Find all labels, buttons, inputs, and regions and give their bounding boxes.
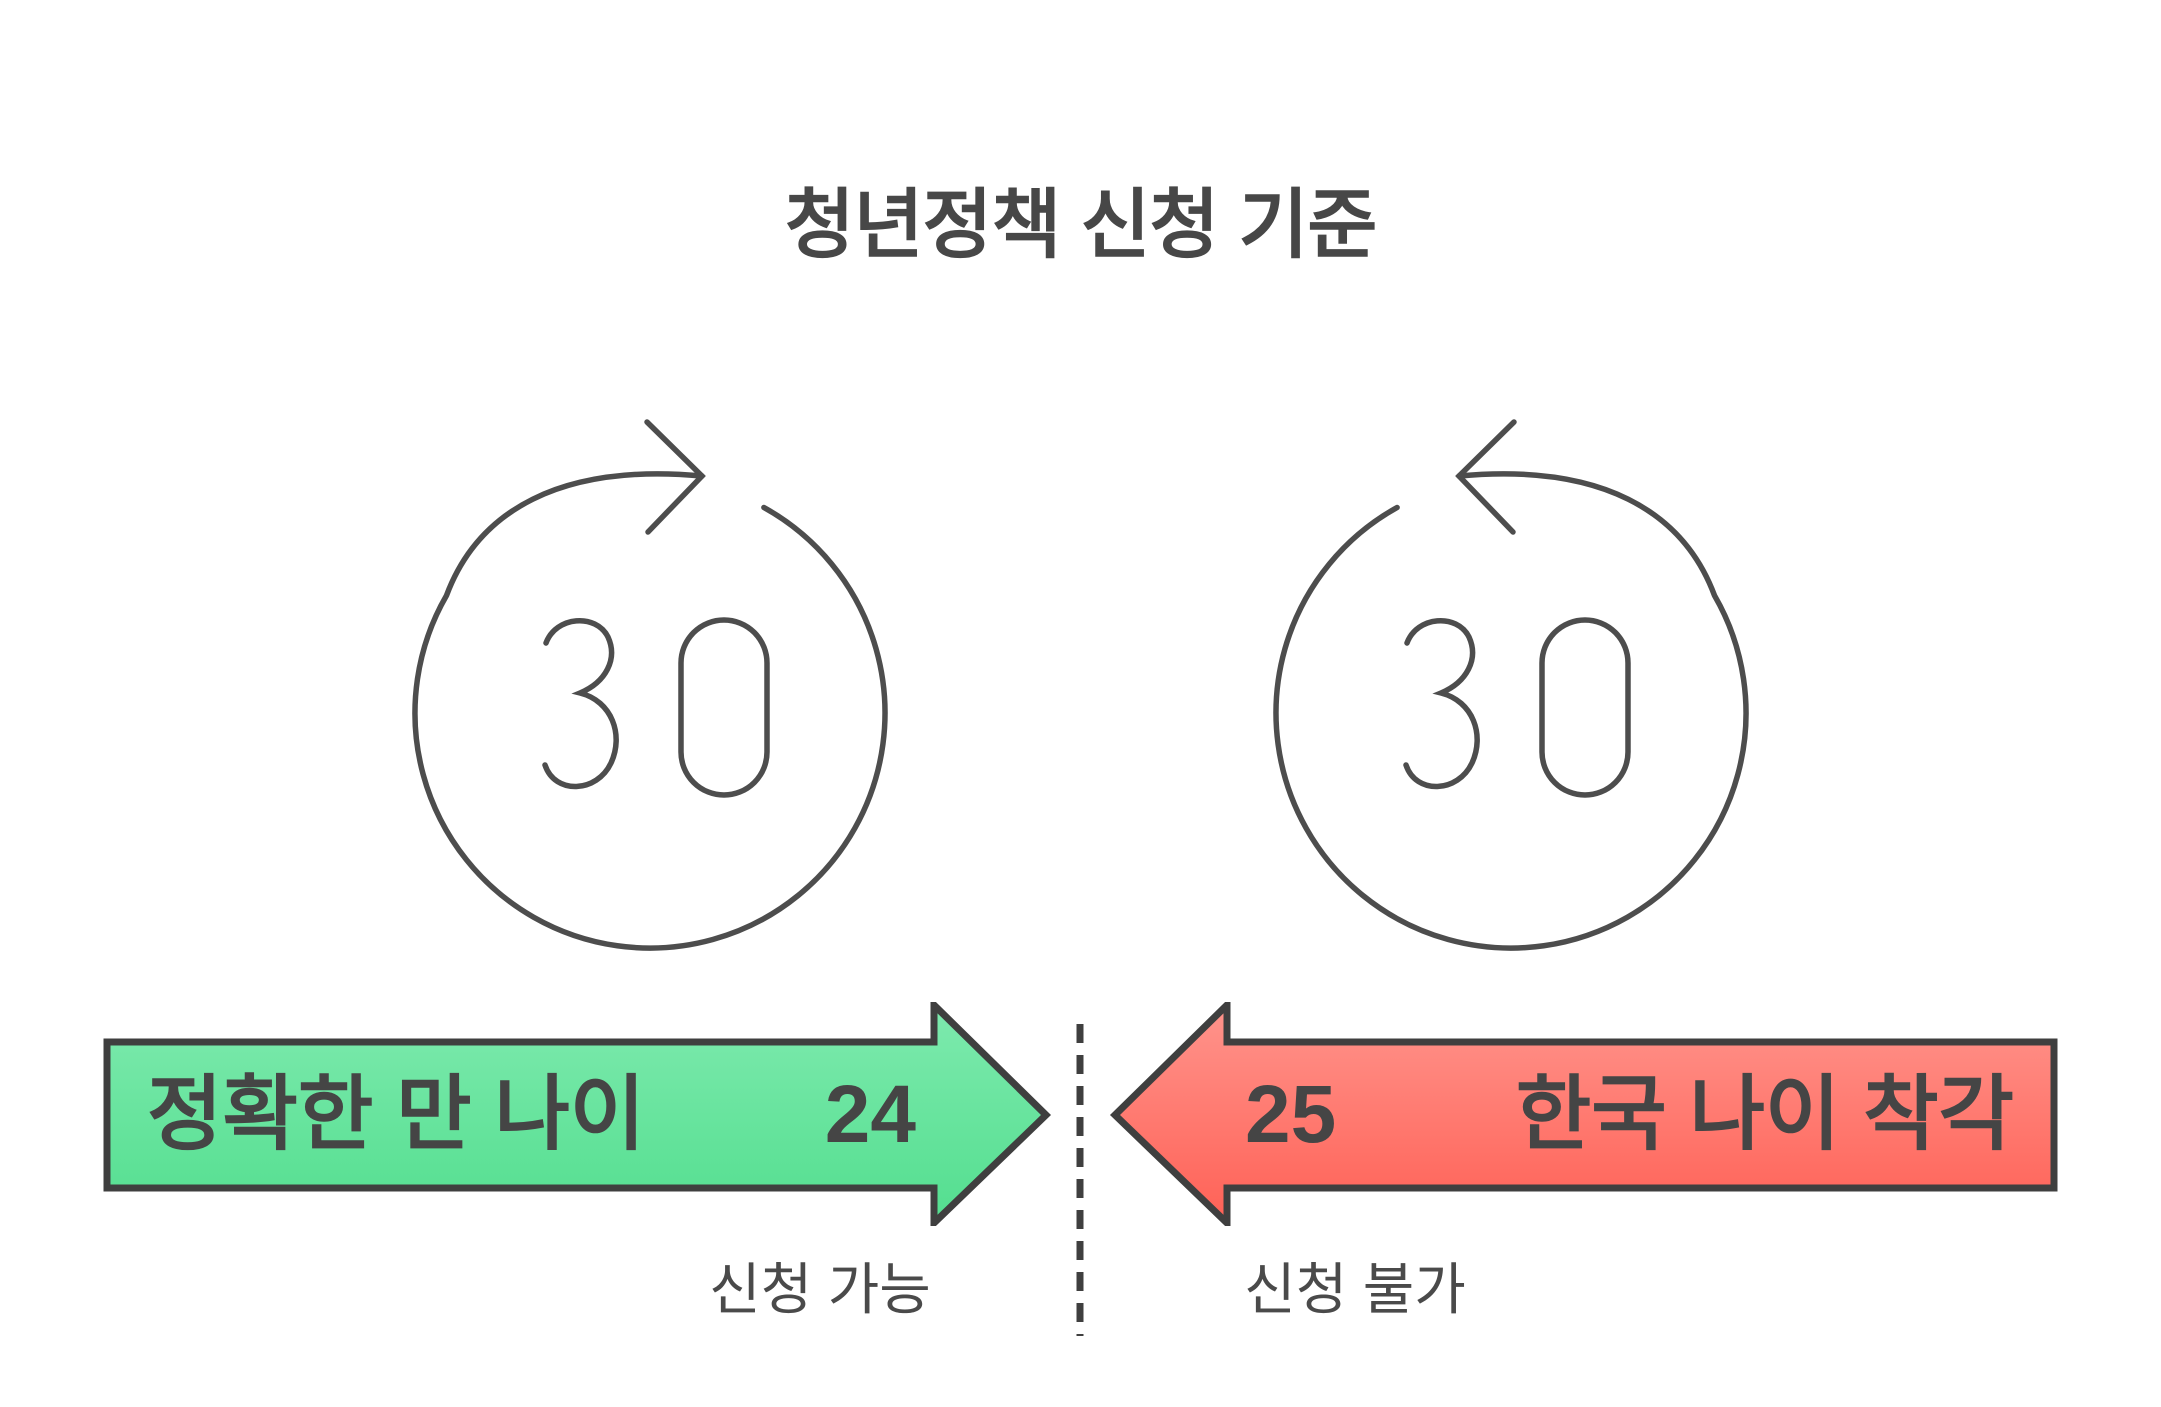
eligible-arrow-text: 정확한 만 나이 24 xyxy=(107,1042,934,1188)
digit-3-glyph xyxy=(542,618,619,790)
digit-0-glyph xyxy=(678,617,770,798)
ineligible-label: 한국 나이 착각 xyxy=(1515,1069,2014,1160)
status-eligible: 신청 가능 xyxy=(709,1258,931,1321)
circular-arrow-arc xyxy=(1273,471,1749,951)
arrowhead-left xyxy=(1455,419,1517,535)
red-left-arrow xyxy=(1109,1002,2058,1226)
status-ineligible: 신청 불가 xyxy=(1244,1258,1466,1321)
digit-0-glyph xyxy=(1539,617,1631,798)
arrowhead-right xyxy=(644,419,706,535)
eligible-age: 24 xyxy=(824,1069,916,1160)
green-right-arrow xyxy=(103,1002,1052,1226)
icon-strokes xyxy=(1273,419,1749,951)
page-title: 청년정책 신청 기준 xyxy=(784,183,1378,268)
red-arrow-shape xyxy=(1109,1002,2058,1226)
age-30-clockwise-icon: 30 xyxy=(390,405,910,965)
rotate-clockwise-icon xyxy=(412,419,888,951)
rotate-counterclockwise-icon xyxy=(1273,419,1749,951)
digit-3-glyph xyxy=(1403,618,1480,790)
circular-arrow-arc xyxy=(412,471,888,951)
icon-strokes xyxy=(412,419,888,951)
age-30-counterclockwise-icon: 30 xyxy=(1251,405,1771,965)
ineligible-age: 25 xyxy=(1245,1069,1337,1160)
ineligible-arrow-text: 25 한국 나이 착각 xyxy=(1227,1042,2054,1188)
green-arrow-shape xyxy=(103,1002,1052,1226)
mirrored-arrow-group xyxy=(1273,419,1749,951)
dashed-divider xyxy=(1076,1024,1084,1336)
eligible-label: 정확한 만 나이 xyxy=(147,1069,646,1160)
